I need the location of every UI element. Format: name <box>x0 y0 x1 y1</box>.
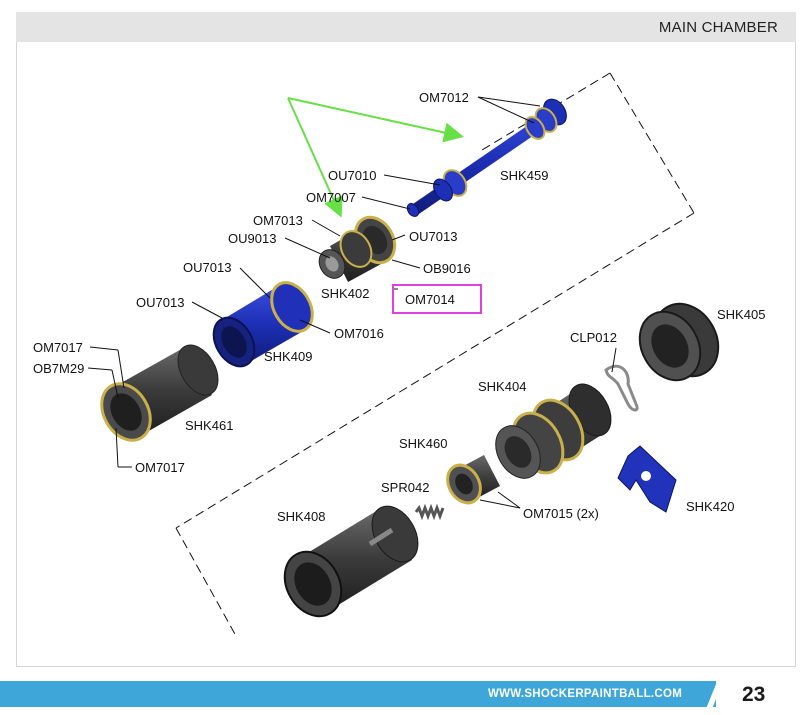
spr042-spring <box>414 503 445 521</box>
label-om7013-a: OM7013 <box>253 213 303 228</box>
green-arrows <box>287 97 464 218</box>
shk408-sleeve <box>283 505 419 618</box>
header-bar <box>16 12 796 42</box>
label-shk420: SHK420 <box>686 499 734 514</box>
website-url: WWW.SHOCKERPAINTBALL.COM <box>488 688 683 700</box>
footer-page-area <box>716 681 800 707</box>
shk460-ring <box>446 455 500 505</box>
shk409-tube <box>212 281 314 368</box>
label-om7015: OM7015 (2x) <box>523 506 599 521</box>
footer-bar <box>0 681 800 707</box>
label-om7017-b: OM7017 <box>135 460 185 475</box>
label-shk459: SHK459 <box>500 168 548 183</box>
label-ob7m29: OB7M29 <box>33 361 84 376</box>
shk402-valve <box>318 215 397 282</box>
label-ou7013-c: OU7013 <box>136 295 184 310</box>
label-shk404: SHK404 <box>478 379 526 394</box>
label-shk402: SHK402 <box>321 286 369 301</box>
shk461-housing <box>100 344 219 442</box>
label-ou7010: OU7010 <box>328 168 376 183</box>
label-om7016: OM7016 <box>334 326 384 341</box>
label-ob9016: OB9016 <box>423 261 471 276</box>
label-shk461: SHK461 <box>185 418 233 433</box>
om7014-highlight: OM7014 <box>392 284 482 314</box>
label-ou9013: OU9013 <box>228 231 276 246</box>
label-clp012: CLP012 <box>570 330 617 345</box>
label-shk460: SHK460 <box>399 436 447 451</box>
shk405-cap <box>638 302 720 382</box>
label-om7007: OM7007 <box>306 190 356 205</box>
label-om7012: OM7012 <box>419 90 469 105</box>
leader-lines <box>87 96 617 509</box>
shk404-body <box>495 383 612 479</box>
section-title: MAIN CHAMBER <box>658 19 778 36</box>
label-shk405: SHK405 <box>717 307 765 322</box>
label-shk408: SHK408 <box>277 509 325 524</box>
label-ou7013-b: OU7013 <box>183 260 231 275</box>
label-om7017-a: OM7017 <box>33 340 83 355</box>
label-shk409: SHK409 <box>264 349 312 364</box>
clp012-clip <box>604 364 639 412</box>
label-om7014: OM7014 <box>405 292 455 307</box>
part-labels: OM7012 OU7010 SHK459 OM7007 OM7013 OU901… <box>33 90 765 524</box>
label-ou7013-a: OU7013 <box>409 229 457 244</box>
label-spr042: SPR042 <box>381 480 429 495</box>
page-number: 23 <box>742 683 766 706</box>
shk420-plate <box>617 445 677 513</box>
shk459-rod <box>406 98 567 217</box>
